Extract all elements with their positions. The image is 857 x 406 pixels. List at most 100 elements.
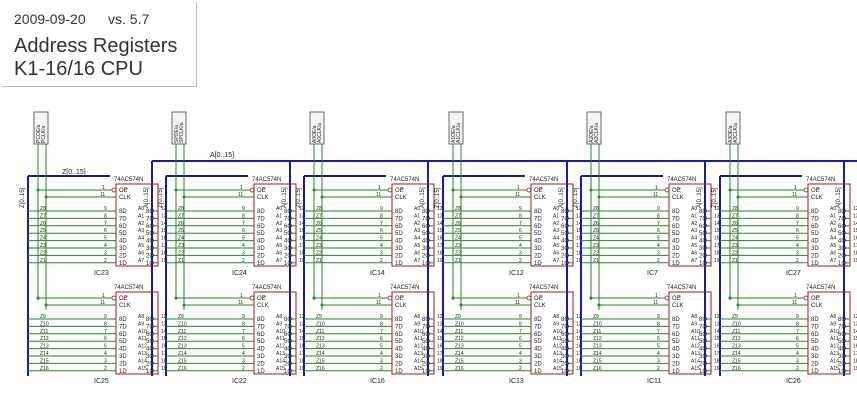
out-pin-number: 17 [437, 243, 443, 249]
out-pin-number: 13 [437, 321, 443, 327]
d-pin-label: 6D [119, 332, 127, 338]
out-pin-number: 19 [853, 366, 857, 372]
z-signal-label: Z10 [455, 321, 464, 327]
out-pin-number: 12 [714, 314, 720, 320]
chip-part-label: 74AC574N [252, 285, 281, 291]
q-pin-label: 4Q [561, 239, 569, 245]
out-pin-number: 19 [576, 366, 582, 372]
d-pin-label: 5D [672, 231, 680, 237]
addr-bus-side-label: A[0..15] [836, 187, 842, 208]
d-pin-label: 1D [257, 369, 265, 375]
control-signal-label: A3CLK/a [733, 123, 739, 143]
d-pin-label: 1D [534, 261, 542, 267]
junction-dot [44, 303, 48, 307]
a-signal-label: A13 [830, 351, 839, 357]
a-signal-label: A4 [276, 236, 282, 242]
a-signal-label: A1 [553, 213, 559, 219]
clk-pin-number: 11 [515, 192, 520, 198]
q-pin-label: 1Q [699, 369, 707, 375]
out-pin-number: 16 [714, 344, 720, 350]
q-pin-label: 8Q [422, 209, 430, 215]
addr-bus-side-label: A[0..15] [144, 187, 150, 208]
in-pin-number: 8 [104, 321, 107, 327]
out-pin-number: 15 [161, 228, 167, 234]
a-signal-label: A5 [830, 243, 836, 249]
in-pin-number: 4 [104, 243, 107, 249]
oe-inverter-bubble [111, 295, 117, 301]
out-pin-number: 12 [853, 206, 857, 212]
z-signal-label: Z1 [40, 258, 46, 264]
q-pin-label: 7Q [561, 216, 569, 222]
out-pin-number: 13 [853, 213, 857, 219]
a-signal-label: A9 [138, 321, 144, 327]
q-pin-label: 2Q [284, 253, 292, 259]
register-chip [530, 183, 574, 267]
in-pin-number: 6 [104, 228, 107, 234]
oe-pin-number: 1 [102, 185, 105, 191]
register-chip [807, 291, 851, 375]
in-pin-number: 9 [796, 206, 799, 212]
d-pin-label: 1D [395, 369, 403, 375]
out-pin-number: 19 [437, 258, 443, 264]
junction-dot [728, 296, 732, 300]
d-pin-label: 8D [119, 209, 127, 215]
z-signal-label: Z12 [593, 336, 602, 342]
a-signal-label: A1 [414, 213, 420, 219]
in-pin-number: 4 [380, 243, 383, 249]
q-pin-label: 6Q [422, 224, 430, 230]
d-pin-label: 2D [257, 253, 265, 259]
in-pin-number: 4 [657, 351, 660, 357]
addr-bus-label: A[0..15] [210, 152, 234, 159]
d-pin-label: 5D [672, 339, 680, 345]
chip-part-label: 74AC574N [252, 177, 281, 183]
in-pin-number: 6 [242, 336, 245, 342]
q-pin-label: 2Q [699, 253, 707, 259]
in-pin-number: 2 [519, 366, 522, 372]
d-pin-label: 5D [811, 339, 819, 345]
in-pin-number: 4 [519, 351, 522, 357]
out-pin-number: 12 [299, 314, 305, 320]
junction-dot [589, 188, 593, 192]
a-signal-label: A2 [276, 221, 282, 227]
z-signal-label: Z11 [593, 329, 601, 335]
a-signal-label: A0 [138, 206, 144, 212]
d-pin-label: 6D [672, 224, 680, 230]
a-signal-label: A1 [276, 213, 282, 219]
q-pin-label: 7Q [561, 324, 569, 330]
in-pin-number: 2 [242, 366, 245, 372]
out-pin-number: 16 [576, 344, 582, 350]
z-signal-label: Z13 [316, 344, 325, 350]
d-pin-label: 8D [811, 317, 819, 323]
q-pin-label: 2Q [146, 253, 154, 259]
clk-pin-number: 11 [515, 300, 520, 306]
out-pin-number: 15 [853, 336, 857, 342]
oe-pin-label: OE [811, 188, 820, 194]
q-pin-label: 1Q [284, 261, 292, 267]
out-pin-number: 19 [714, 366, 720, 372]
q-pin-label: 4Q [284, 239, 292, 245]
in-pin-number: 5 [657, 344, 660, 350]
out-pin-number: 18 [576, 358, 582, 364]
out-pin-number: 17 [576, 243, 582, 249]
out-pin-number: 18 [161, 250, 167, 256]
control-signal-label: A1CLK/a [456, 123, 462, 143]
q-pin-label: 5Q [838, 231, 846, 237]
a-signal-label: A8 [138, 314, 144, 320]
in-pin-number: 9 [104, 314, 107, 320]
a-signal-label: A12 [691, 344, 700, 350]
z-signal-label: Z14 [732, 351, 741, 357]
in-pin-number: 2 [519, 258, 522, 264]
z-signal-label: Z7 [316, 213, 322, 219]
clk-pin-number: 11 [376, 300, 381, 306]
z-bus-side-label: Z[0..15] [573, 187, 579, 208]
out-pin-number: 14 [437, 329, 443, 335]
d-pin-label: 2D [534, 253, 542, 259]
a-signal-label: A8 [830, 314, 836, 320]
q-pin-label: 5Q [284, 339, 292, 345]
z-signal-label: Z14 [40, 351, 49, 357]
chip-part-label: 74AC574N [806, 285, 835, 291]
z-signal-label: Z9 [732, 314, 738, 320]
d-pin-label: 7D [811, 324, 819, 330]
q-pin-label: 4Q [838, 239, 846, 245]
a-signal-label: A6 [830, 250, 836, 256]
